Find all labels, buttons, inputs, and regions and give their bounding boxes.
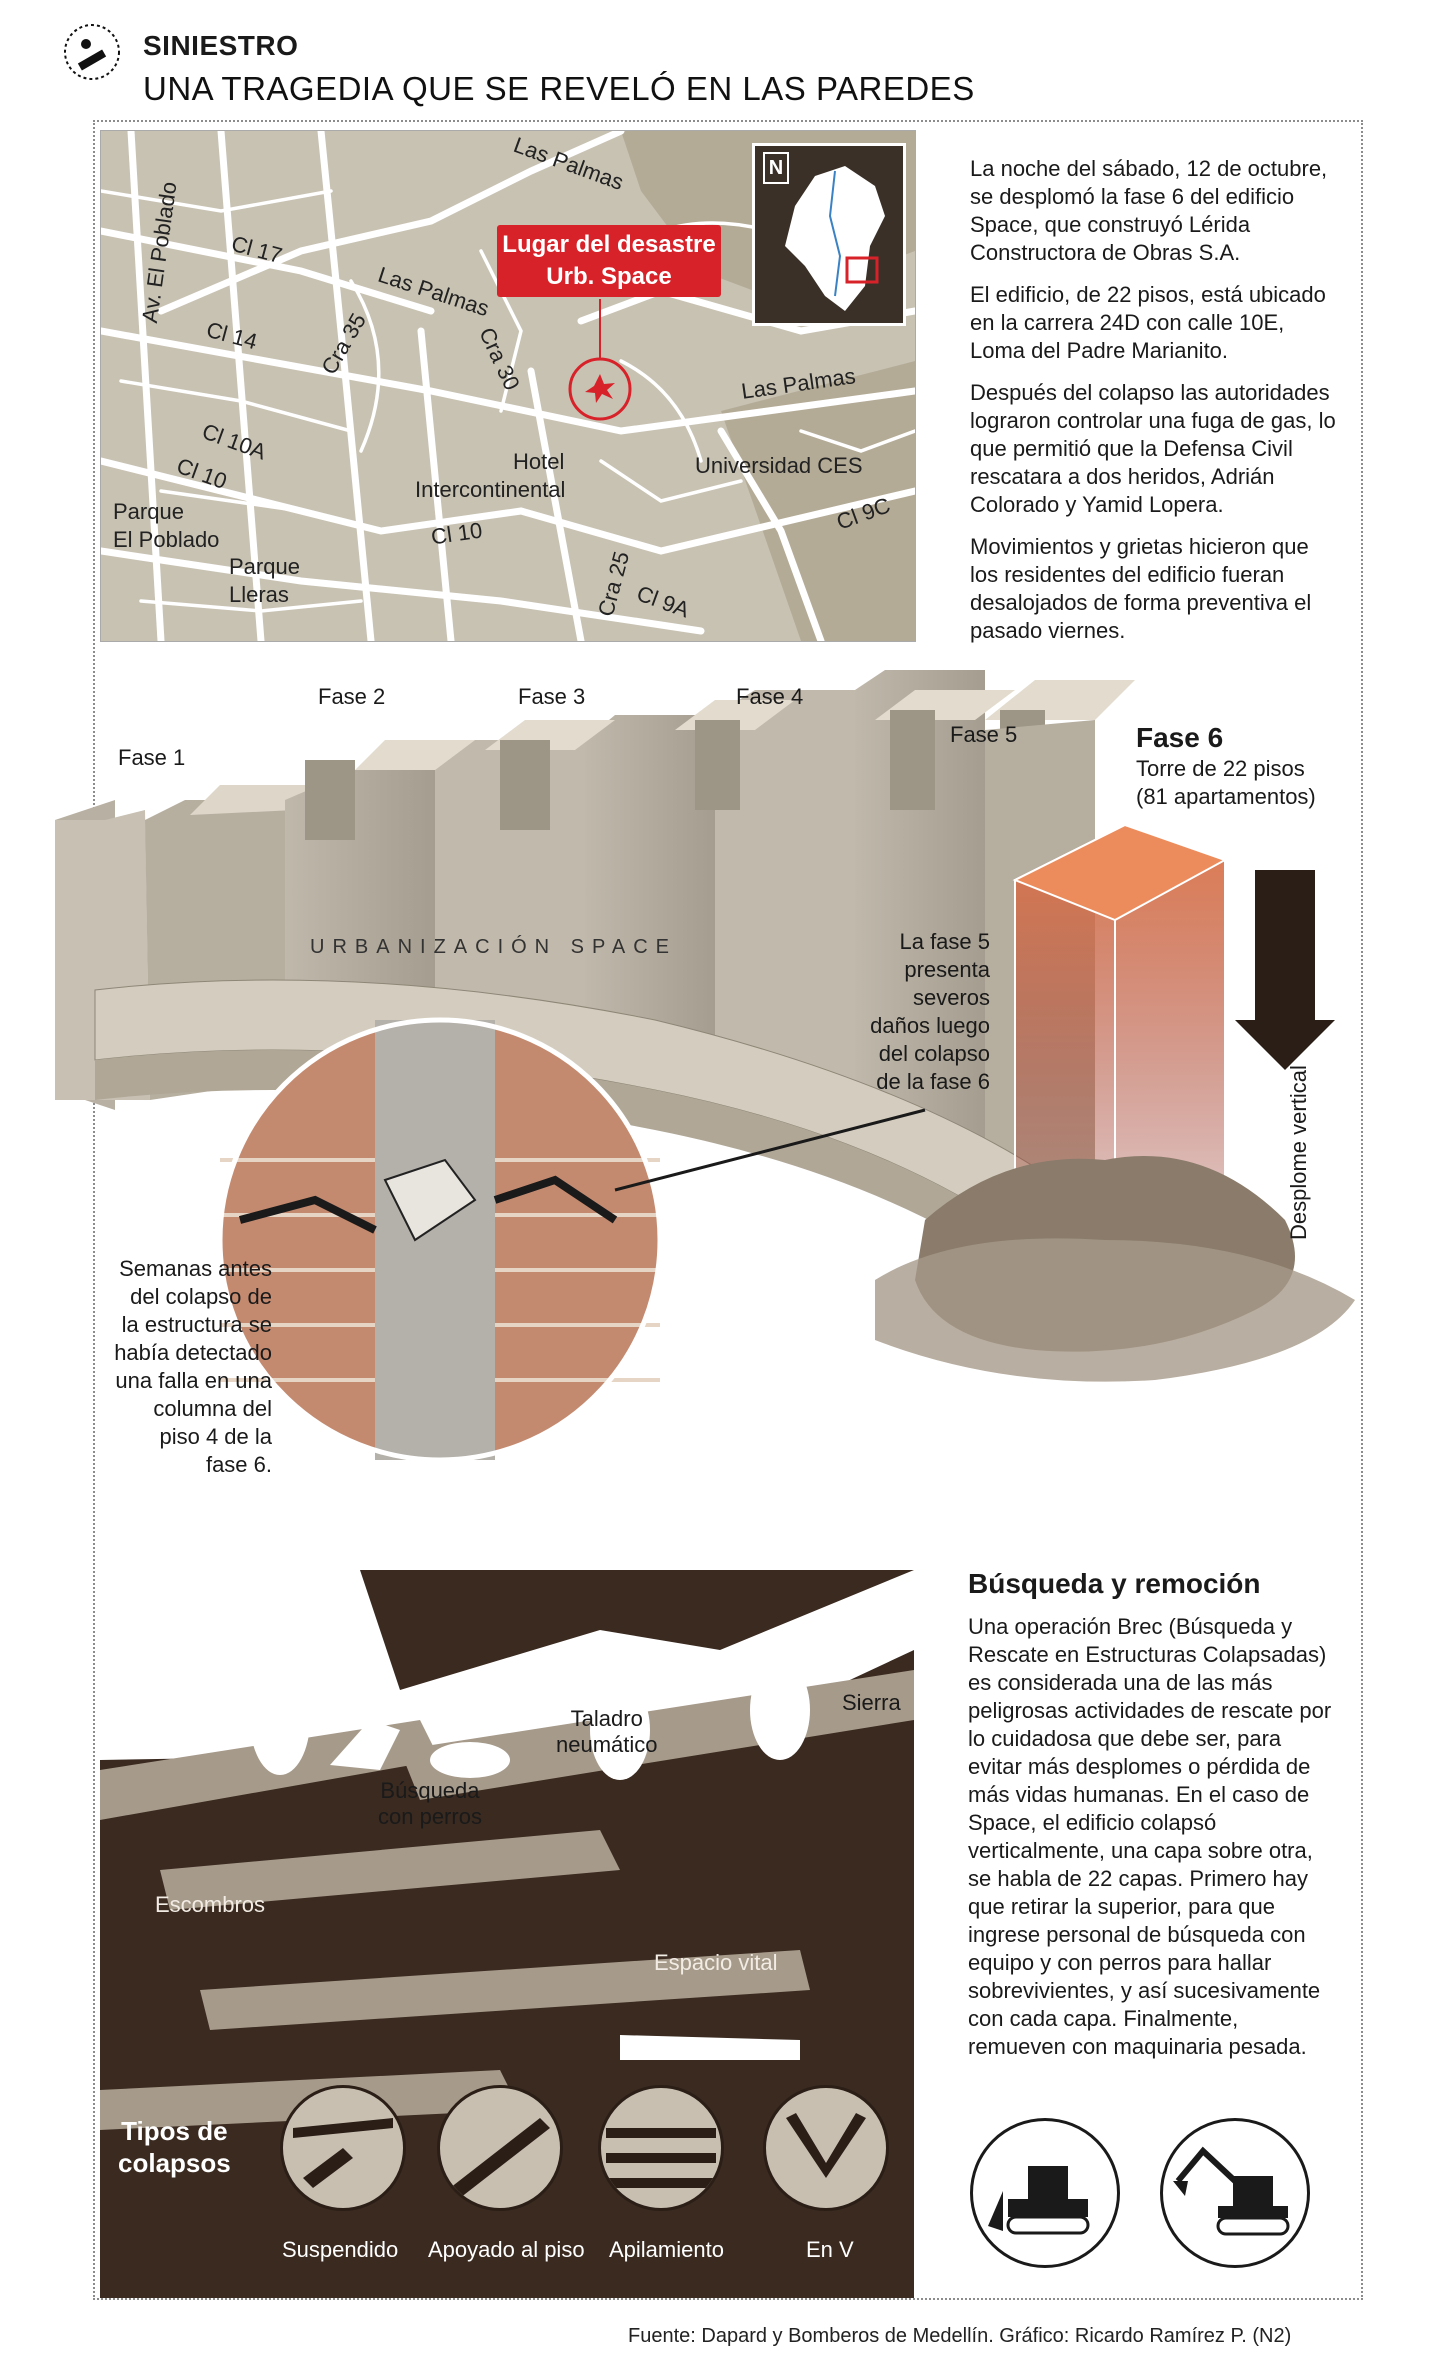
building-illustration [55,670,1355,1460]
place-label: El Poblado [113,527,220,552]
place-label: Parque [113,499,184,524]
location-map: Las Palmas Av. El Poblado Cl 17 Las Palm… [100,130,916,642]
content-frame [93,120,1363,2300]
note-line: columna del [153,1396,272,1421]
rescue-label-debris: Escombros [155,1892,266,1917]
collapse-floor-supported-icon [437,2085,563,2211]
rescue-label-void: Espacio vital [654,1950,778,1975]
place-label: Lleras [229,582,289,607]
note-line: fase 6. [205,1452,272,1477]
phase-label: Fase 3 [518,684,586,709]
page-title: UNA TRAGEDIA QUE SE REVELÓ EN LAS PAREDE… [143,70,975,107]
intro-paragraph: La noche del sábado, 12 de octubre, se d… [970,156,1328,265]
intro-paragraph: Después del colapso las autoridades logr… [970,380,1336,517]
excavator-icon [1160,2118,1310,2268]
callout-line: Lugar del desastre [502,231,716,258]
place-label: Hotel [513,449,565,474]
note-line: la estructura se [121,1312,272,1337]
callout-line: Urb. Space [546,263,672,290]
collapse-type-label: En V [806,2237,854,2262]
phase-label: Fase 1 [118,745,186,770]
rescue-label-drill: Taladro neumático [556,1706,658,1758]
bulldozer-icon [970,2118,1120,2268]
collapse-types-title: Tipos de colapsos [118,2115,231,2179]
collapse-type-label: Apilamiento [609,2237,724,2262]
rescue-label-saw: Sierra [842,1690,901,1715]
phase-label: Fase 4 [736,684,804,709]
label-line: colapsos [118,2148,231,2178]
logo-icon [62,22,122,82]
locator-inset-map: N [752,143,906,326]
place-label: Intercontinental [415,477,566,502]
label-line: neumático [556,1732,658,1757]
fase6-subtitle: (81 apartamentos) [1136,784,1316,809]
intro-paragraph: El edificio, de 22 pisos, está ubicado e… [970,282,1326,363]
note-line: del colapso [878,1041,990,1066]
north-arrow-icon: N [763,152,789,184]
note-line: La fase 5 [899,929,990,954]
note-line: de la fase 6 [876,1069,990,1094]
source-credit: Fuente: Dapard y Bomberos de Medellín. G… [628,2325,1292,2347]
vertical-collapse-label: Desplome vertical [1286,1065,1311,1240]
note-line: presenta [904,957,990,982]
phase-label: Fase 5 [950,722,1018,747]
collapse-type-label: Suspendido [282,2237,399,2262]
section-kicker: SINIESTRO [143,30,299,61]
crack-note: Semanas antes del colapso de la estructu… [100,1255,272,1479]
note-line: daños luego [870,1013,990,1038]
note-line: piso 4 de la [159,1424,272,1449]
fase6-subtitle: Torre de 22 pisos [1136,756,1305,781]
intro-paragraph: Movimientos y grietas hicieron que los r… [970,534,1312,643]
label-line: Tipos de [121,2116,228,2146]
collapse-type-label: Apoyado al piso [428,2237,585,2262]
collapse-suspended-icon [280,2085,406,2211]
note-line: del colapso de [130,1284,272,1309]
collapse-pancake-icon [598,2085,724,2211]
intro-text: La noche del sábado, 12 de octubre, se d… [970,155,1340,659]
fase6-title: Fase 6 [1136,722,1224,753]
search-body: Una operación Brec (Búsqueda y Rescate e… [968,1614,1332,2059]
rescue-label-dogs: Búsqueda con perros [378,1778,482,1830]
note-line: una falla en una [115,1368,272,1393]
urbanizacion-label: URBANIZACIÓN SPACE [310,936,677,958]
disaster-location-callout: Lugar del desastre Urb. Space [497,225,721,297]
fase5-note: La fase 5 presenta severos daños luego d… [830,928,990,1096]
place-label: Universidad CES [695,453,863,478]
note-line: había detectado [114,1340,272,1365]
label-line: Taladro [570,1706,643,1731]
phase-label: Fase 2 [318,684,386,709]
label-line: con perros [378,1804,482,1829]
note-line: severos [912,985,990,1010]
note-line: Semanas antes [119,1256,272,1281]
place-label: Parque [229,554,300,579]
collapse-v-shape-icon [763,2085,889,2211]
label-line: Búsqueda [380,1778,480,1803]
search-title: Búsqueda y remoción [968,1568,1261,1599]
